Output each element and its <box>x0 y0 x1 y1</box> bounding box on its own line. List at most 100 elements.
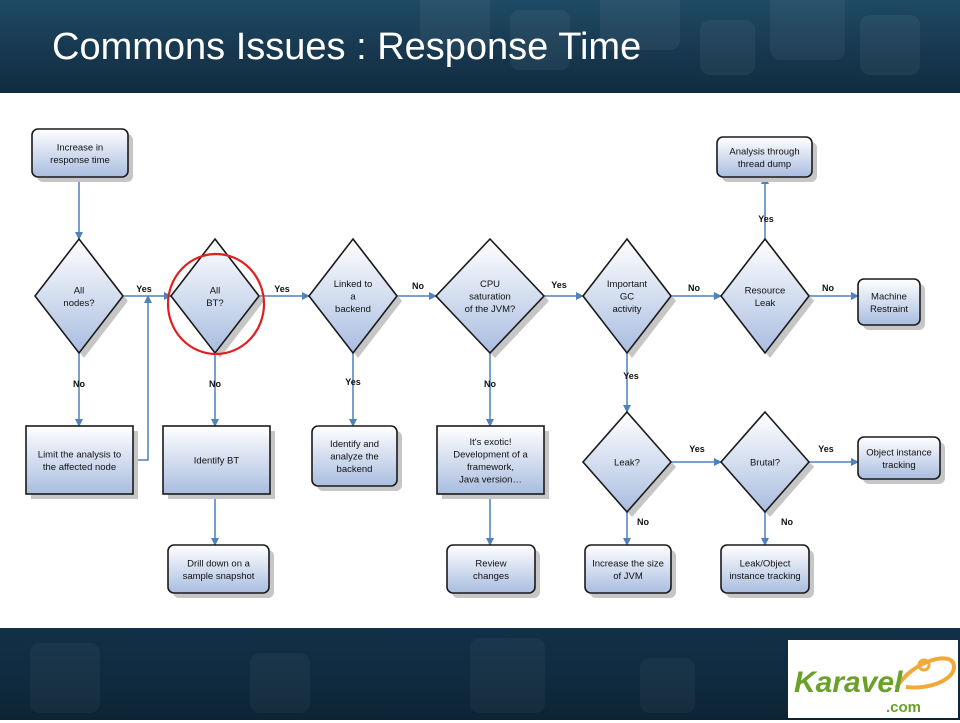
node-label: framework, <box>467 462 514 473</box>
edge-linked-to-cpu: No <box>397 281 437 300</box>
node-label: Drill down on a <box>187 558 251 569</box>
node-label: Increase in <box>57 142 103 153</box>
edge-label: No <box>637 517 649 527</box>
node-label: backend <box>337 464 373 475</box>
node-label: GC <box>620 292 634 303</box>
node-leak: Leak? <box>581 410 676 517</box>
node-leak-tracking: Leak/Object instance tracking <box>720 544 814 598</box>
node-label: Leak <box>755 298 776 309</box>
node-label: Increase the size <box>592 558 664 569</box>
node-label: Leak/Object <box>740 558 791 569</box>
node-label: Limit the analysis to <box>38 449 121 460</box>
node-label: thread dump <box>738 159 791 170</box>
edge-leak-to-brutal: Yes <box>671 444 722 466</box>
edge-resource-to-thread-dump: Yes <box>758 176 774 239</box>
node-label: of the JVM? <box>465 304 516 315</box>
node-label: Identify and <box>330 439 379 450</box>
svg-text:Karavel: Karavel <box>794 666 903 699</box>
svg-text:.com: .com <box>886 699 921 716</box>
slide-header <box>0 0 960 93</box>
node-label: CPU <box>480 279 500 290</box>
edge-gc-to-leak: Yes <box>623 353 639 413</box>
node-review: Review changes <box>446 544 540 598</box>
node-label: analyze the <box>330 452 379 463</box>
node-drill: Drill down on a sample snapshot <box>167 544 274 598</box>
edge-label: No <box>781 517 793 527</box>
edge-label: Yes <box>818 444 834 454</box>
node-label: All <box>210 285 221 296</box>
edge-label: Yes <box>274 284 290 294</box>
edge-all-nodes-to-limit: No <box>73 353 85 427</box>
node-label: Leak? <box>614 458 640 469</box>
node-label: All <box>74 285 85 296</box>
edge-all-bt-to-linked: Yes <box>259 284 310 300</box>
node-identify-bt: Identify BT <box>162 425 275 499</box>
node-label: Linked to <box>334 279 373 290</box>
node-object-tracking: Object instance tracking <box>857 436 945 484</box>
node-label: Important <box>607 279 647 290</box>
node-label: Analysis through <box>729 146 799 157</box>
node-label: tracking <box>882 460 915 471</box>
edge-label: No <box>484 379 496 389</box>
company-logo: Karavel .com <box>788 640 958 718</box>
edge-cpu-to-gc: Yes <box>544 280 584 300</box>
node-label: instance tracking <box>729 571 800 582</box>
edge-linked-to-identify-backend: Yes <box>345 353 361 427</box>
node-label: the affected node <box>43 462 116 473</box>
node-label: Identify BT <box>194 456 240 467</box>
node-thread-dump: Analysis through thread dump <box>716 136 817 182</box>
edge-label: Yes <box>623 371 639 381</box>
node-label: BT? <box>206 298 223 309</box>
highlight-circle <box>166 252 266 356</box>
node-label: Review <box>475 558 506 569</box>
node-exotic: It's exotic!Development of a framework,Ja… <box>436 425 549 499</box>
edge-all-nodes-to-all-bt: Yes <box>123 284 172 300</box>
edge-brutal-to-object-tracking: Yes <box>809 444 859 466</box>
node-label: Development of a <box>453 449 528 460</box>
node-label: of JVM <box>613 571 643 582</box>
edge-gc-to-resource: No <box>671 283 722 300</box>
node-brutal: Brutal? <box>719 410 814 517</box>
node-label: Brutal? <box>750 458 780 469</box>
edge-label: Yes <box>136 284 152 294</box>
karavel-logo-icon: Karavel .com <box>794 656 956 716</box>
edge-label: No <box>822 283 834 293</box>
node-increase: Increase in response time <box>31 128 133 182</box>
edge-label: No <box>688 283 700 293</box>
edge-label: Yes <box>758 214 774 224</box>
edge-label: No <box>412 281 424 291</box>
node-label: Resource <box>745 285 786 296</box>
edge-label: No <box>209 379 221 389</box>
edge-all-bt-to-identify-bt: No <box>209 353 221 427</box>
edge-resource-to-machine: No <box>809 283 859 300</box>
node-label: Java version… <box>459 474 522 485</box>
node-label: Restraint <box>870 304 908 315</box>
node-label: It's exotic! <box>470 437 512 448</box>
edge-cpu-to-exotic: No <box>484 353 496 427</box>
edge-label: No <box>73 379 85 389</box>
edge-label: Yes <box>345 377 361 387</box>
node-label: Machine <box>871 291 907 302</box>
node-label: activity <box>612 304 641 315</box>
node-label: changes <box>473 571 509 582</box>
node-label: a <box>350 292 356 303</box>
edge-brutal-to-leak-tracking: No <box>761 512 793 546</box>
edge-label: Yes <box>551 280 567 290</box>
node-label: Object instance <box>866 447 931 458</box>
slide-title: Commons Issues : Response Time <box>52 26 642 68</box>
node-increase-jvm: Increase the size of JVM <box>584 544 676 598</box>
node-label: sample snapshot <box>183 571 255 582</box>
node-limit: Limit the analysis to the affected node <box>25 425 138 499</box>
node-label: response time <box>50 155 110 166</box>
node-label: backend <box>335 304 371 315</box>
edge-leak-to-increase-jvm: No <box>623 512 649 546</box>
edge-label: Yes <box>689 444 705 454</box>
